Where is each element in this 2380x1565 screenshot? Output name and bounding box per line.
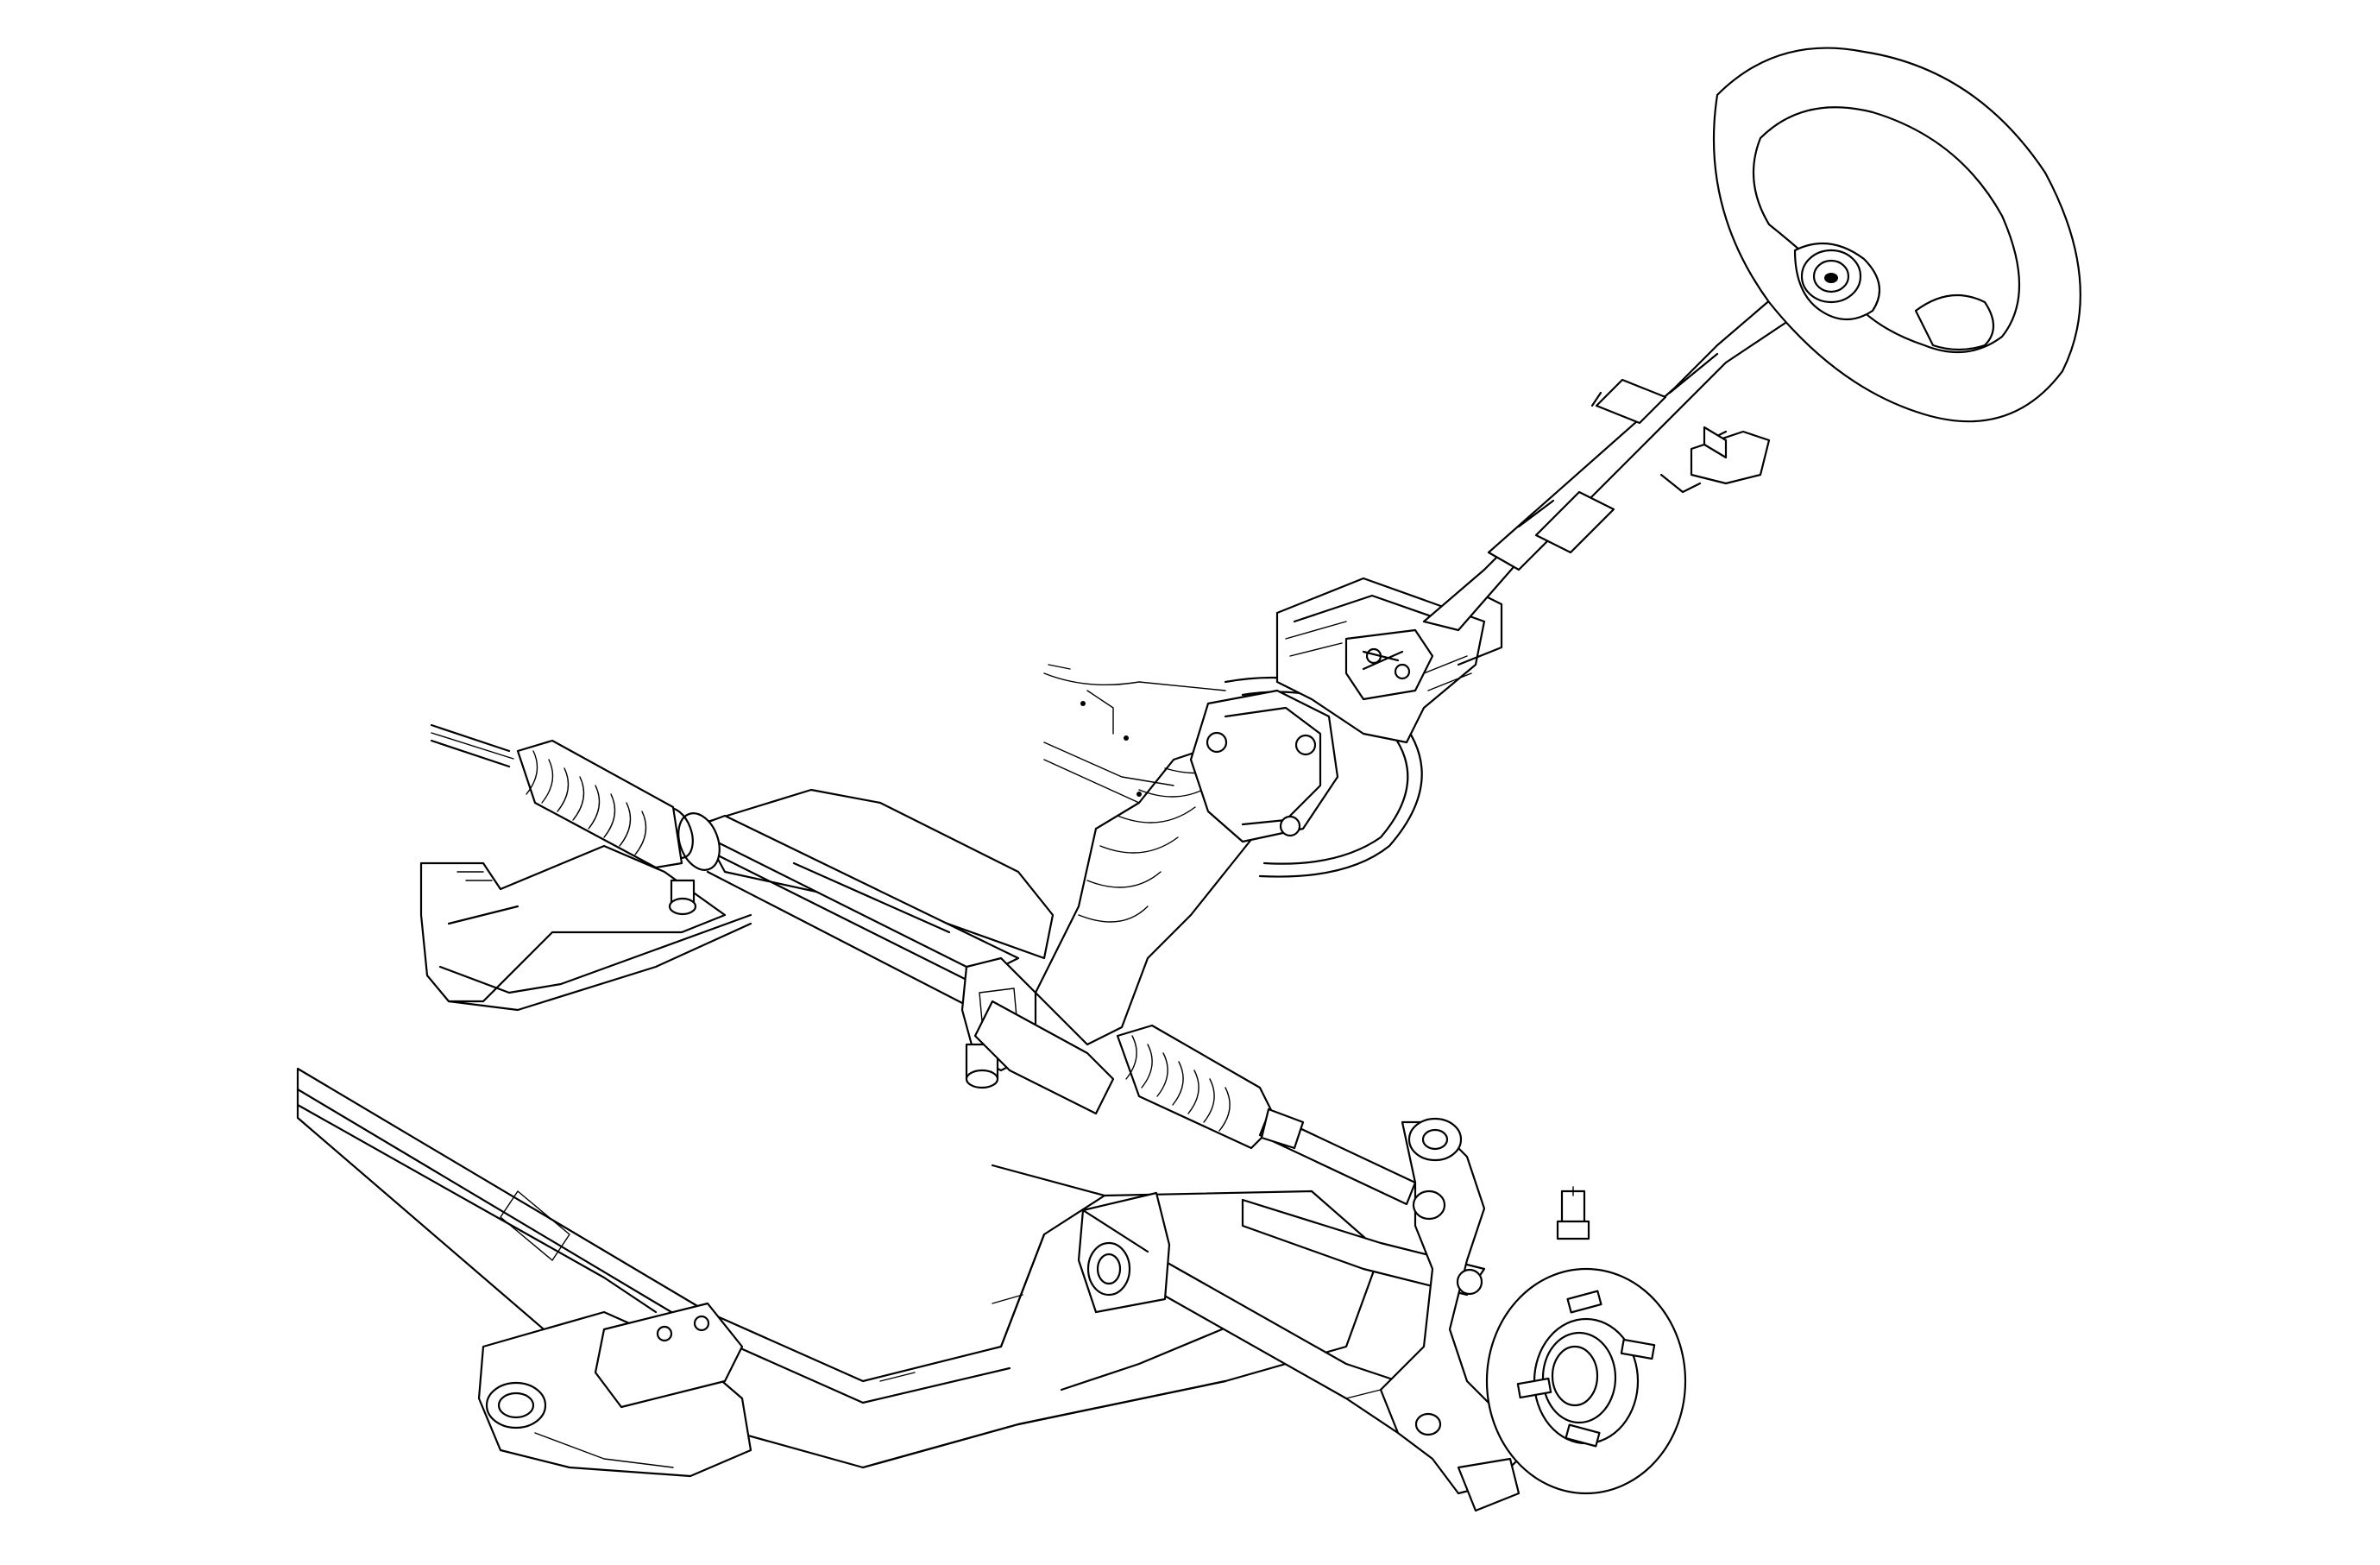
flange-bolt bbox=[1279, 815, 1301, 837]
knuckle-stud bbox=[1556, 1186, 1590, 1240]
lower-control-arm bbox=[1077, 1191, 1486, 1435]
firewall-bulkhead-plate bbox=[1043, 664, 1423, 878]
wheel-stud bbox=[1516, 1290, 1656, 1448]
subframe-mount-left bbox=[477, 1302, 752, 1478]
wheel-hub bbox=[1485, 1267, 1687, 1495]
steering-knuckle bbox=[1345, 1117, 1521, 1512]
left-rack-bellows-boot bbox=[516, 739, 683, 869]
steering-wheel bbox=[1712, 47, 2081, 423]
flange-bolt bbox=[1294, 734, 1317, 756]
left-tie-rod bbox=[430, 723, 514, 768]
flange-bolt bbox=[1206, 731, 1228, 754]
right-tie-rod bbox=[1258, 1107, 1417, 1206]
right-rack-bellows-boot bbox=[1116, 1024, 1279, 1150]
steering-rack-housing bbox=[419, 788, 1115, 1115]
